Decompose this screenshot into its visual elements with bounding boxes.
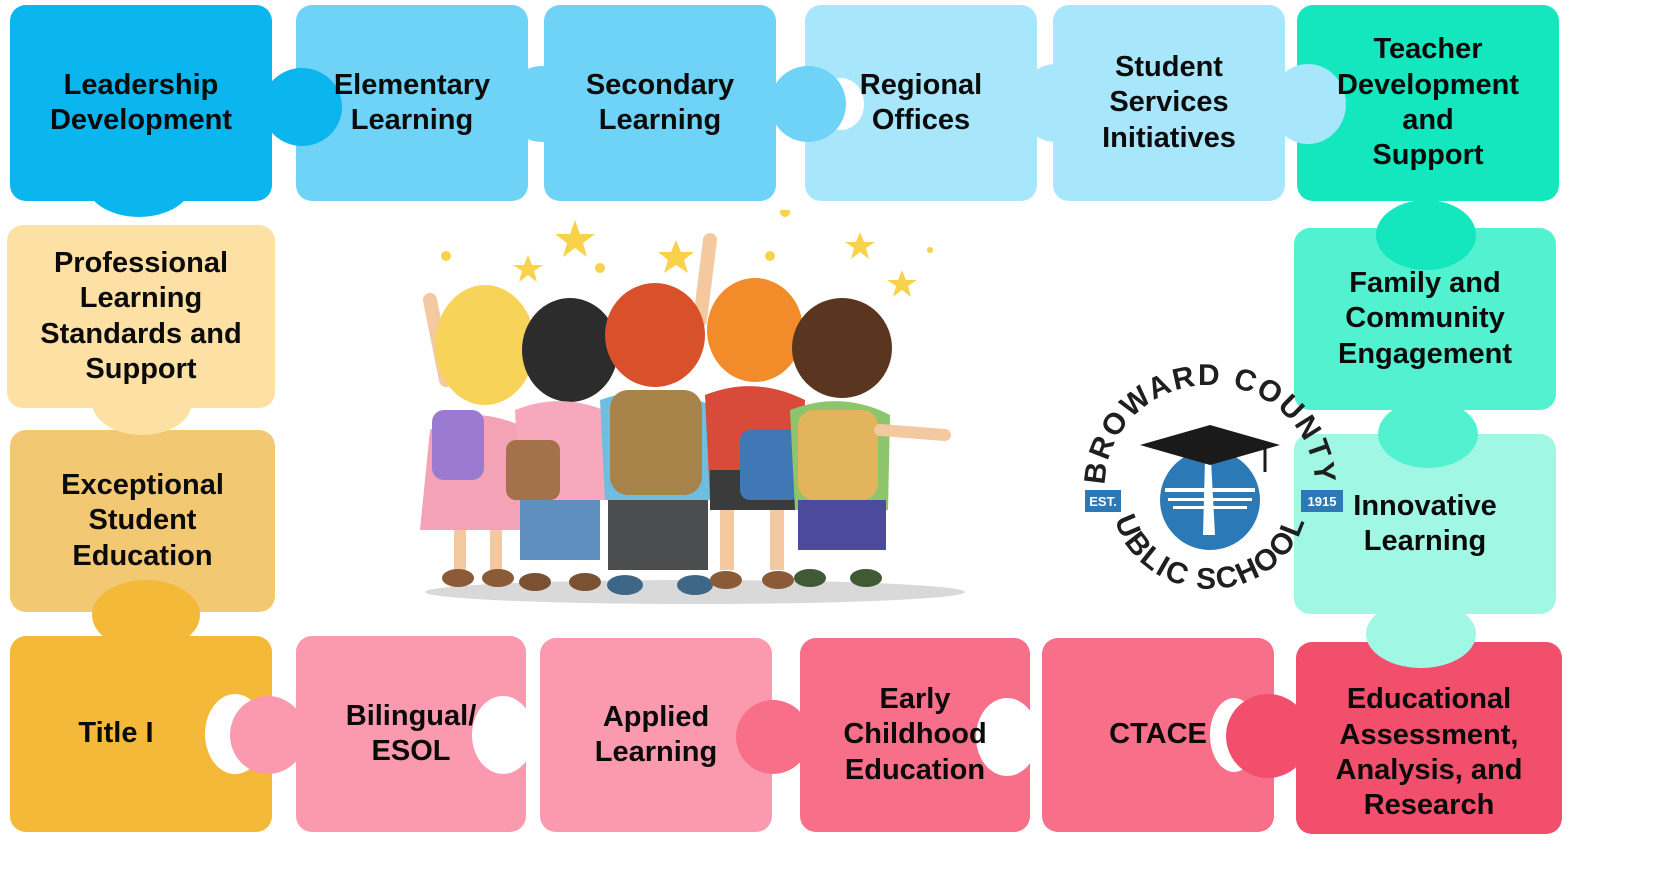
child-figure [600, 233, 717, 595]
puzzle-tab [505, 66, 579, 142]
puzzle-tab [1226, 694, 1310, 778]
piece-label: Exceptional Student Education [61, 468, 224, 572]
puzzle-tab [1366, 600, 1476, 668]
piece-label: Teacher Development and Support [1336, 33, 1520, 172]
child-figure [790, 298, 951, 587]
piece-educational-assessment: Educational Assessment, Analysis, and Re… [1296, 642, 1562, 834]
piece-label: Bilingual/ ESOL [345, 699, 477, 767]
puzzle-tab [1376, 200, 1476, 270]
children-with-backpacks-illustration [420, 210, 965, 604]
piece-bilingual-esol: Bilingual/ ESOL [296, 636, 526, 832]
puzzle-socket [472, 696, 534, 774]
puzzle-tab [92, 370, 192, 435]
piece-label: Family and Community Engagement [1337, 266, 1513, 370]
piece-label: Secondary Learning [585, 68, 735, 136]
piece-teacher-development: Teacher Development and Support [1297, 5, 1559, 201]
puzzle-tab [736, 700, 810, 774]
piece-label: Innovative Learning [1353, 489, 1497, 557]
graduation-cap-icon [1140, 425, 1280, 465]
piece-label: Professional Learning Standards and Supp… [40, 246, 242, 385]
piece-label: Applied Learning [594, 700, 718, 768]
piece-label: Early Childhood Education [843, 682, 987, 786]
puzzle-tab [770, 66, 846, 142]
puzzle-tab [92, 580, 200, 650]
puzzle-tab [1378, 400, 1478, 468]
child-figure [506, 298, 618, 591]
piece-label: Student Services Initiatives [1102, 50, 1236, 154]
piece-exceptional-student-education: Exceptional Student Education [10, 430, 275, 612]
piece-professional-learning: Professional Learning Standards and Supp… [7, 225, 275, 408]
broward-county-logo: BROWARD COUNTY PUBLIC SCHOOLS EST. 1915 [1065, 360, 1343, 596]
piece-label: Educational Assessment, Analysis, and Re… [1335, 683, 1523, 822]
piece-label: CTACE [1109, 718, 1207, 751]
puzzle-tab [230, 696, 306, 774]
piece-label: Regional Offices [859, 68, 983, 136]
piece-secondary-learning: Secondary Learning [544, 5, 776, 201]
piece-elementary-learning: Elementary Learning [296, 5, 528, 201]
piece-label: Leadership Development [49, 68, 233, 136]
logo-year: 1915 [1308, 494, 1337, 509]
puzzle-tab [262, 68, 342, 146]
piece-label: Elementary Learning [333, 68, 491, 136]
piece-applied-learning: Applied Learning [540, 638, 772, 832]
puzzle-tab [1270, 64, 1346, 144]
child-figure [705, 278, 805, 589]
puzzle-tab [1018, 64, 1094, 142]
piece-label: Title I [78, 717, 154, 750]
star-icon [441, 210, 933, 297]
puzzle-socket [976, 698, 1038, 776]
logo-est-label: EST. [1089, 494, 1116, 509]
puzzle-tab [85, 145, 193, 217]
